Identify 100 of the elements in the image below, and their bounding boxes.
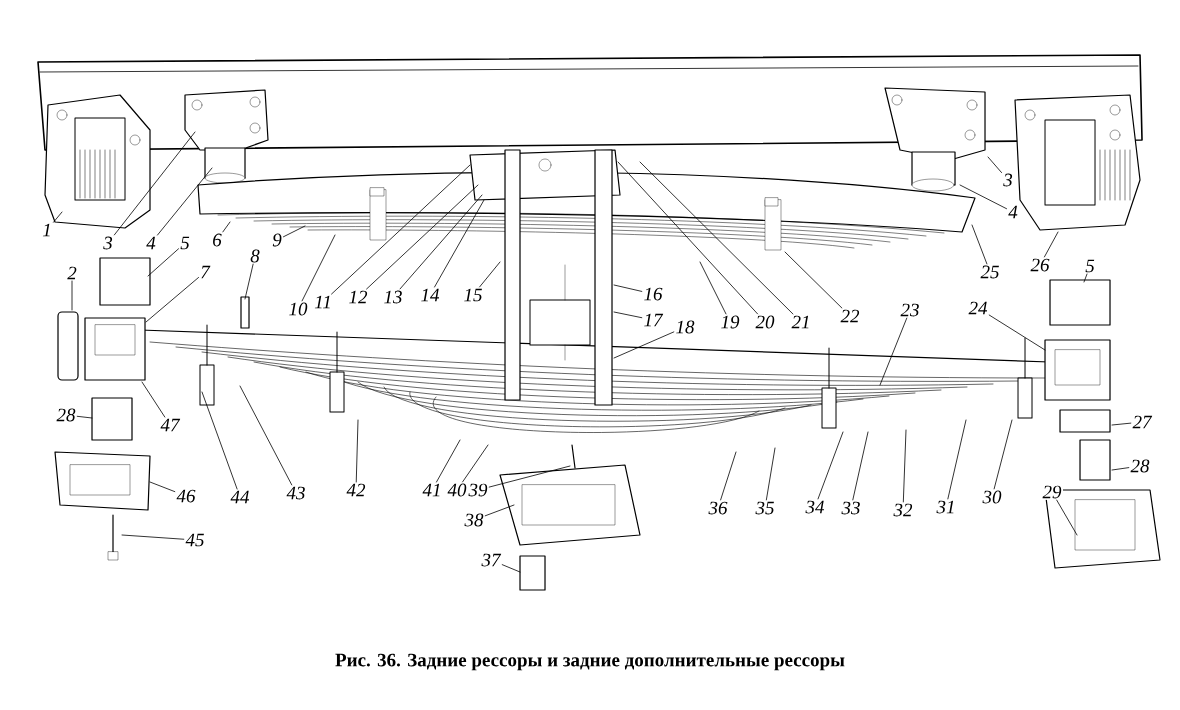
leader-line — [488, 465, 571, 488]
callout-number: 5 — [1083, 258, 1097, 274]
callout-number: 38 — [463, 512, 485, 528]
callout-number: 27 — [1131, 414, 1153, 430]
callout-number: 5 — [178, 235, 192, 251]
callout-number: 32 — [892, 502, 914, 518]
callout-number: 20 — [754, 314, 776, 330]
leader-line — [1044, 231, 1059, 258]
callout-number: 25 — [979, 264, 1001, 280]
leader-line — [613, 284, 643, 292]
leader-line — [617, 161, 758, 315]
leader-line — [301, 234, 336, 302]
callout-number: 31 — [935, 499, 957, 515]
leader-line — [1056, 499, 1078, 536]
callout-number: 19 — [719, 314, 741, 330]
callout-number: 9 — [270, 232, 284, 248]
callout-number: 34 — [804, 499, 826, 515]
callout-number: 2 — [65, 265, 79, 281]
leader-line — [501, 564, 521, 573]
callout-number: 3 — [1001, 172, 1015, 188]
callout-number: 26 — [1029, 257, 1051, 273]
leader-line — [720, 451, 737, 501]
leader-line — [331, 164, 471, 295]
callout-number: 30 — [981, 489, 1003, 505]
callout-number: 21 — [790, 314, 812, 330]
leader-line — [902, 429, 907, 503]
callout-number: 45 — [184, 532, 206, 548]
callout-number: 12 — [347, 289, 369, 305]
callout-number: 41 — [421, 482, 443, 498]
leader-line — [434, 199, 485, 288]
leader-line — [71, 280, 73, 311]
leader-line — [201, 391, 238, 490]
callout-number: 14 — [419, 287, 441, 303]
leader-line — [959, 184, 1007, 210]
leader-line — [699, 261, 727, 315]
leader-line — [436, 439, 461, 483]
leader-line — [988, 314, 1046, 351]
leader-line — [1111, 422, 1132, 426]
callout-number: 4 — [144, 235, 158, 251]
callout-number: 4 — [1006, 204, 1020, 220]
callout-number: 33 — [840, 500, 862, 516]
leader-line — [76, 415, 93, 419]
leader-line — [53, 211, 63, 223]
callout-number: 11 — [312, 294, 334, 310]
leader-line — [613, 311, 643, 319]
callout-number: 17 — [642, 312, 664, 328]
leader-line — [1111, 467, 1130, 471]
leader-line — [355, 419, 359, 483]
leader-line — [113, 131, 196, 236]
leader-line — [141, 381, 166, 418]
callout-number: 3 — [101, 235, 115, 251]
callout-number: 28 — [55, 407, 77, 423]
leader-line — [147, 248, 179, 277]
callout-number: 29 — [1041, 484, 1063, 500]
leader-line — [121, 534, 185, 540]
leader-line — [613, 331, 675, 359]
callout-number: 7 — [198, 264, 212, 280]
leader-line — [366, 184, 479, 290]
callout-number: 46 — [175, 488, 197, 504]
leader-line — [639, 161, 794, 315]
leader-line — [484, 504, 515, 517]
callout-number: 1 — [40, 222, 54, 238]
leader-line — [947, 419, 967, 500]
callout-number: 24 — [967, 300, 989, 316]
callout-number: 13 — [382, 289, 404, 305]
leader-line — [479, 261, 501, 288]
callout-number: 36 — [707, 500, 729, 516]
callout-number: 42 — [345, 482, 367, 498]
leader-line — [852, 431, 869, 501]
leader-line — [879, 317, 908, 386]
leader-line — [222, 221, 231, 233]
callout-number: 18 — [674, 319, 696, 335]
leader-line — [244, 263, 254, 300]
caption: Рис. 36. Задние рессоры и задние дополнительные рессоры — [335, 653, 845, 671]
leader-line — [784, 251, 843, 309]
callout-number: 16 — [642, 286, 664, 302]
callout-number: 23 — [899, 302, 921, 318]
leader-line — [239, 385, 293, 486]
callout-number: 8 — [248, 248, 262, 264]
callout-number: 40 — [446, 482, 468, 498]
leader-line — [462, 444, 489, 483]
callout-number: 15 — [462, 287, 484, 303]
leader-line — [1083, 273, 1088, 283]
callout-number: 43 — [285, 485, 307, 501]
callout-number: 22 — [839, 308, 861, 324]
leader-line — [993, 419, 1013, 490]
leader-line — [817, 431, 844, 500]
callout-number: 10 — [287, 301, 309, 317]
callout-number: 37 — [480, 552, 502, 568]
callout-number: 39 — [467, 482, 489, 498]
callout-number: 28 — [1129, 458, 1151, 474]
leader-line — [399, 194, 483, 290]
leader-line — [971, 224, 988, 265]
leader-line — [987, 156, 1002, 173]
leader-line — [157, 167, 213, 236]
callout-number: 47 — [159, 417, 181, 433]
leader-line — [145, 277, 199, 323]
callout-number: 6 — [210, 232, 224, 248]
callout-number: 44 — [229, 489, 251, 505]
leader-line — [765, 447, 776, 501]
